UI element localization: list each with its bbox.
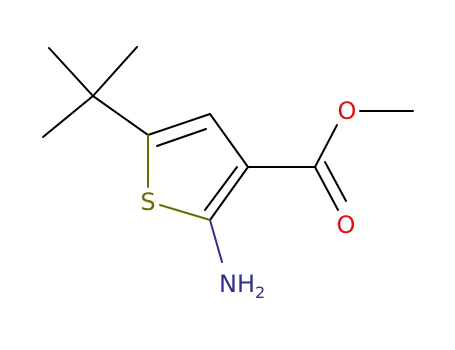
bond-tbu-methyl-upper-right	[92, 46, 138, 97]
bond-carbonyl-double-1	[314, 166, 339, 211]
bond-tbu-methyl-lower-left	[42, 95, 94, 138]
amino-symbol: NH	[219, 270, 255, 298]
bond-c3-c2	[209, 166, 249, 221]
bond-carbonyl-o-ester	[314, 124, 338, 168]
bond-c5-c4-double	[156, 128, 207, 147]
thiophene-ring	[147, 113, 249, 221]
bond-carbonyl-double-2	[324, 161, 347, 202]
bond-tbu-methyl-upper-left	[48, 47, 94, 97]
bond-c2-n	[209, 219, 223, 263]
methyl-ester-group	[247, 110, 414, 211]
bond-c5-c4	[147, 113, 211, 136]
bond-tbu-to-ring	[92, 95, 149, 136]
sulfur-atom-label: S	[140, 188, 155, 216]
bond-c2-s	[159, 204, 211, 221]
amino-group-label: NH2	[219, 270, 265, 302]
bond-c4-c3	[209, 113, 249, 168]
tert-butyl-group	[42, 46, 149, 138]
bond-c3-c2-double	[204, 166, 238, 211]
carbonyl-oxygen-label: O	[337, 211, 356, 239]
ester-oxygen-label: O	[338, 97, 357, 125]
amino-subscript: 2	[255, 283, 265, 302]
